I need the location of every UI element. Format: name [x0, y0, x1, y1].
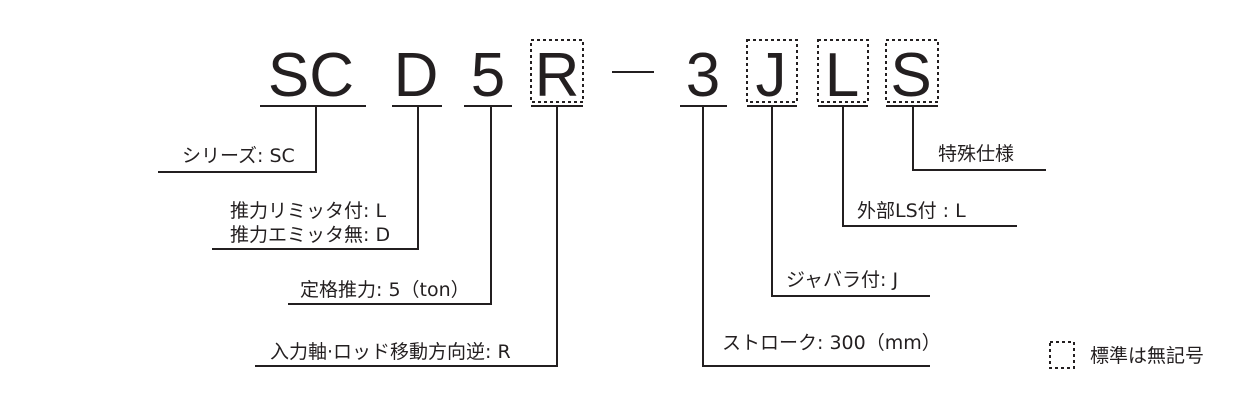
optional-box-bellows [746, 39, 798, 103]
code-option-thrust: D [394, 41, 439, 110]
leader-thrust [288, 106, 492, 305]
code-series: SC [268, 41, 354, 110]
leader-special [912, 106, 1046, 171]
optional-box-direction [530, 39, 584, 103]
label-limiter-with: 推力リミッタ付: L [230, 200, 386, 222]
label-bellows: ジャバラ付: J [786, 269, 898, 291]
leader-limit-switch [842, 106, 1017, 227]
optional-box-special [885, 39, 939, 103]
label-external-ls: 外部LS付 : L [857, 200, 966, 222]
code-bellows: J [756, 41, 787, 110]
code-thrust: 5 [471, 41, 505, 110]
label-series: シリーズ: SC [182, 145, 295, 167]
legend-text: 標準は無記号 [1090, 345, 1204, 367]
label-stroke: ストローク: 300（mm） [722, 332, 941, 354]
leader-bellows [771, 106, 930, 297]
code-special: S [890, 41, 931, 110]
label-rated-thrust: 定格推力: 5（ton） [300, 279, 470, 301]
leader-option-thrust [212, 106, 419, 250]
label-special: 特殊仕様 [938, 143, 1014, 165]
code-stroke: 3 [686, 41, 720, 110]
code-limit-switch: L [825, 41, 859, 110]
label-reverse: 入力軸·ロッド移動方向逆: R [270, 341, 511, 363]
legend-dotted-box-icon [1049, 341, 1075, 369]
label-limiter-without: 推力エミッタ無: D [230, 224, 390, 246]
leader-stroke [702, 106, 930, 367]
leader-series [158, 106, 317, 173]
code-direction: R [535, 41, 580, 110]
optional-box-limit-switch [817, 39, 869, 103]
leader-direction [255, 106, 558, 367]
